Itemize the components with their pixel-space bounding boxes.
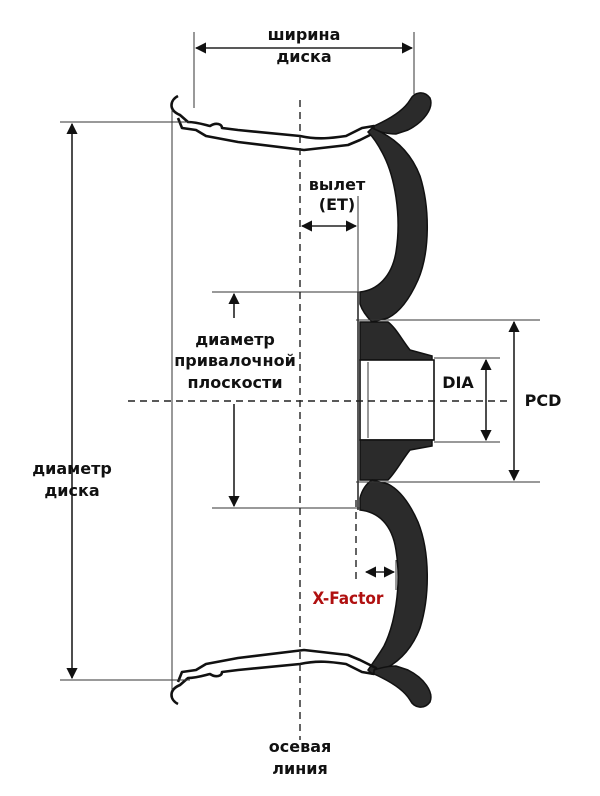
- x-factor-label: X-Factor: [313, 589, 384, 609]
- dia-label: DIA: [442, 373, 474, 392]
- upper-spoke: [359, 127, 429, 323]
- extension-lines: [60, 32, 540, 690]
- center-line-label-1: осевая: [269, 737, 332, 756]
- hub-lower: [359, 439, 433, 481]
- mounting-diameter-label-1: диаметр: [195, 330, 275, 349]
- rim-width-label-2: диска: [276, 47, 331, 66]
- offset-label-2: (ET): [319, 195, 355, 214]
- hub-upper: [359, 321, 433, 361]
- wheel-diameter-label-1: диаметр: [32, 459, 112, 478]
- mounting-diameter-label-3: плоскости: [187, 373, 282, 392]
- rim-bottom-flange: [373, 665, 432, 708]
- wheel-profile: [170, 92, 435, 708]
- pcd-label: PCD: [525, 391, 562, 410]
- lower-spoke: [359, 479, 429, 675]
- rim-width-label-1: ширина: [268, 25, 341, 44]
- rim-top-outline: [170, 94, 378, 152]
- center-bore: [359, 359, 435, 441]
- mounting-diameter-label-2: привалочной: [174, 351, 296, 370]
- rim-bottom-outline: [170, 648, 378, 706]
- wheel-diameter-label-2: диска: [44, 481, 99, 500]
- center-line-label-2: линия: [272, 759, 327, 778]
- rim-top-flange: [373, 92, 432, 135]
- labels: ширина диска вылет (ET) диаметр привалоч…: [32, 25, 561, 778]
- offset-label-1: вылет: [309, 175, 366, 194]
- dimension-arrows: [66, 42, 520, 680]
